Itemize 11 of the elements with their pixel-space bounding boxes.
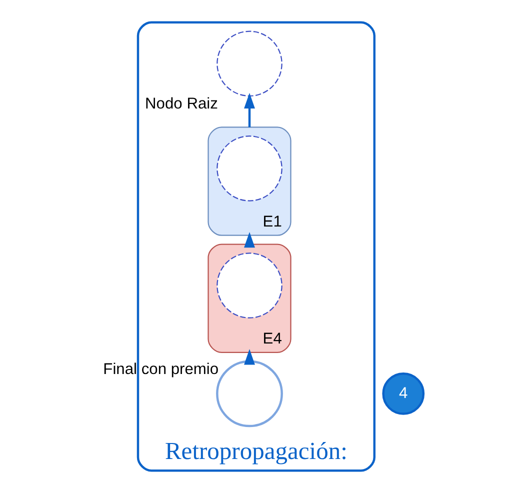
arrow [244,92,254,127]
node-circle [216,30,282,96]
node-circle [216,135,282,201]
cluster: E4 [207,243,291,352]
node-label: Final con premio [102,360,218,378]
arrow [244,231,254,248]
arrow [244,348,254,364]
node-label: Nodo Raiz [144,94,218,112]
node-circle [216,252,282,318]
node-circle: 4 [382,372,424,414]
cluster: E1 [207,126,291,236]
